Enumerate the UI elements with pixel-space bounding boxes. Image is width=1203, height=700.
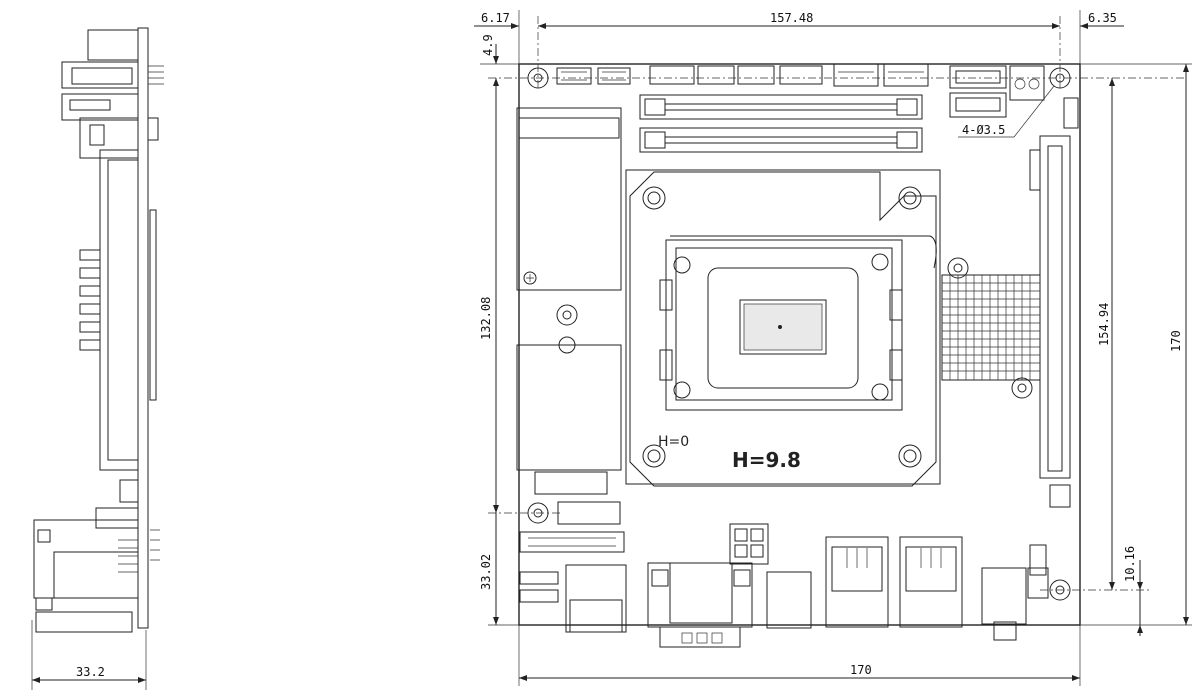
cpu-socket: H=0 H=9.8 bbox=[625, 169, 941, 487]
dim-top-hole-span: 157.48 bbox=[770, 11, 813, 25]
dimm-slots bbox=[639, 94, 923, 153]
dim-top-offset: 4.9 bbox=[481, 34, 495, 56]
sata-ports bbox=[949, 65, 1045, 118]
dim-right-bottom-offset: 10.16 bbox=[1123, 546, 1137, 582]
hole-callout: 4-Ø3.5 bbox=[962, 123, 1005, 137]
internal-connectors bbox=[519, 501, 1049, 603]
dim-right-hole-span: 154.94 bbox=[1097, 303, 1111, 346]
side-view: 33.2 bbox=[31, 27, 164, 690]
dim-left-lower: 33.02 bbox=[479, 554, 493, 590]
top-view: 4-Ø3.5 bbox=[474, 10, 1192, 686]
dim-bottom-width: 170 bbox=[850, 663, 872, 677]
dim-right-full: 170 bbox=[1169, 330, 1183, 352]
m2-slot-upper bbox=[516, 107, 622, 326]
socket-height-label: H=9.8 bbox=[732, 448, 801, 472]
dim-side-thickness: 33.2 bbox=[76, 665, 105, 679]
pcie-slot bbox=[1029, 97, 1079, 508]
dim-left-upper: 132.08 bbox=[479, 297, 493, 340]
m2-slot-lower bbox=[516, 336, 622, 495]
chipset-heatsink bbox=[941, 257, 1041, 399]
side-heatsink-fins bbox=[79, 209, 157, 401]
rear-io bbox=[565, 536, 1027, 648]
top-headers bbox=[556, 63, 929, 87]
side-io-stack bbox=[33, 479, 160, 633]
dim-top-right-offset: 6.35 bbox=[1088, 11, 1117, 25]
base-height-label: H=0 bbox=[658, 434, 689, 450]
dim-top-left-offset: 6.17 bbox=[481, 11, 510, 25]
